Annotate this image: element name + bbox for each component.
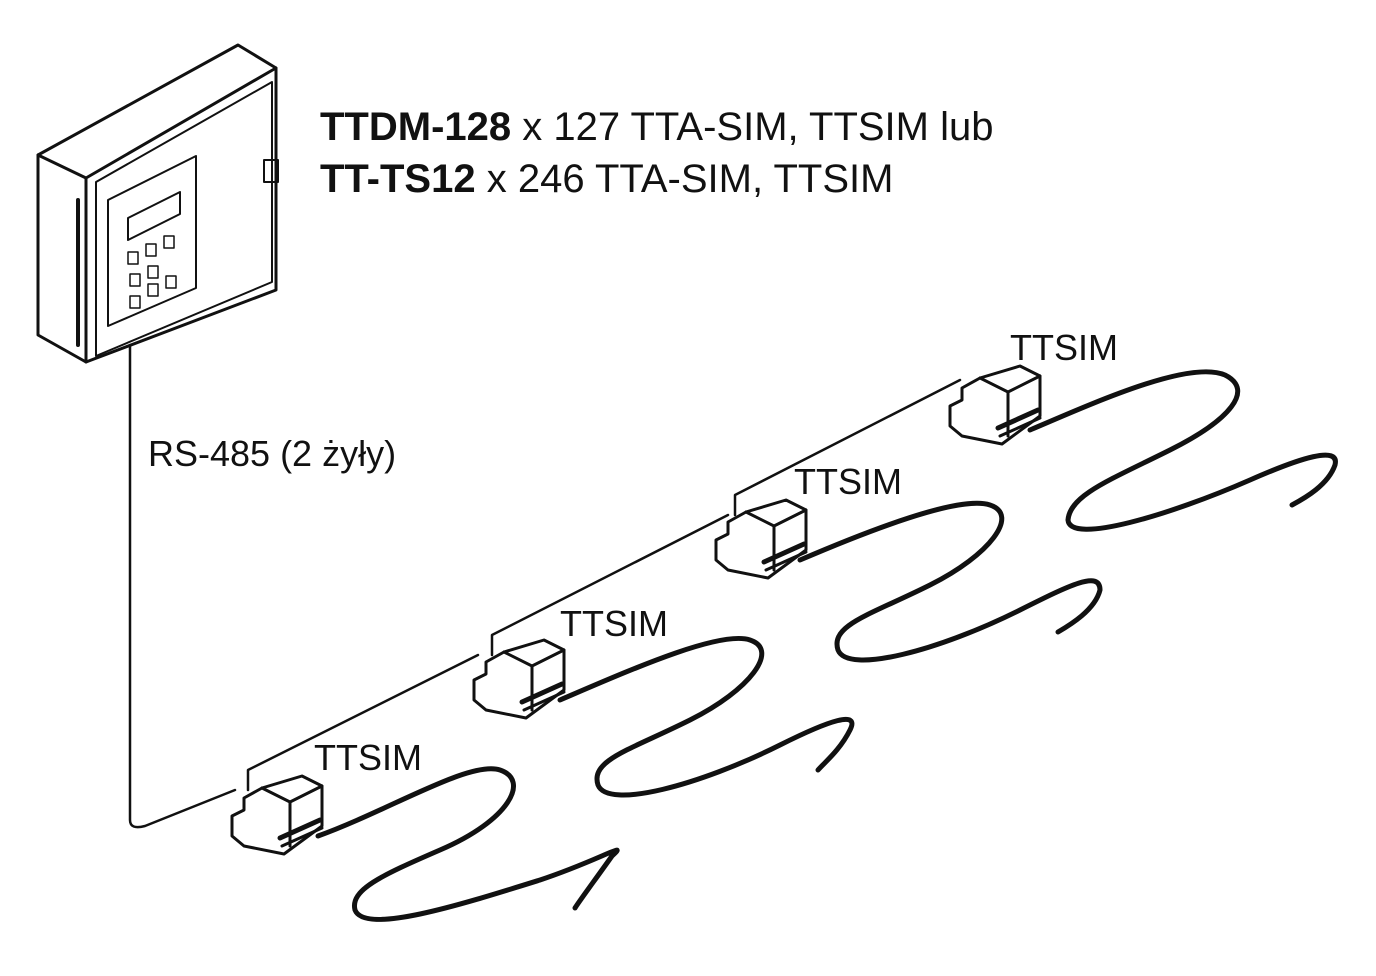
- cabinet-top-edge: [36, 66, 278, 180]
- module-terminals: [522, 690, 566, 712]
- header-line-1-model: TTDM-128: [320, 105, 511, 149]
- header-line-2-model: TT-TS12: [320, 157, 476, 201]
- module-terminals: [761, 541, 807, 565]
- heating-cable-loop: [797, 500, 1103, 663]
- module-body: [948, 364, 1042, 446]
- module-label: TTSIM: [560, 603, 668, 644]
- module-top: [744, 508, 808, 528]
- module-body: [714, 498, 808, 580]
- module-top: [260, 784, 324, 804]
- header-line-1: TTDM-128 x 127 TTA-SIM, TTSIM lub: [320, 105, 993, 149]
- rs485-bus-cable: [128, 343, 237, 829]
- module-body: [472, 638, 566, 720]
- heating-cable-loop: [557, 636, 855, 798]
- header-line-1-rest: x 127 TTA-SIM, TTSIM lub: [511, 105, 993, 149]
- panel-button: [147, 283, 159, 297]
- ttsim-module: [230, 774, 324, 856]
- ttsim-module: [948, 364, 1042, 446]
- module-label: TTSIM: [314, 737, 422, 778]
- panel-button: [165, 275, 177, 289]
- heating-cable-loop: [1027, 369, 1338, 532]
- module-terminals: [277, 817, 323, 841]
- panel-button: [147, 265, 159, 279]
- bus-segment: [733, 378, 962, 517]
- ttsim-module: [472, 638, 566, 720]
- panel-display: [127, 191, 181, 241]
- bus-segment: [246, 653, 480, 792]
- bus-label: RS-485 (2 żyły): [148, 433, 396, 474]
- ttsim-module: [714, 498, 808, 580]
- module-terminals: [764, 550, 808, 572]
- panel-button: [129, 273, 141, 287]
- heating-cable-loop: [315, 766, 620, 922]
- cabinet-door: [95, 81, 273, 357]
- module-top: [978, 374, 1042, 394]
- module-label: TTSIM: [794, 461, 902, 502]
- module-terminals: [998, 416, 1042, 438]
- controller-cabinet: [36, 43, 279, 364]
- cabinet-outline: [36, 43, 278, 364]
- module-body: [230, 774, 324, 856]
- panel-button: [145, 243, 157, 257]
- module-label: TTSIM: [1010, 327, 1118, 368]
- cabinet-lock: [263, 159, 279, 183]
- module-terminals: [519, 681, 565, 705]
- panel-button: [129, 295, 141, 309]
- module-top: [502, 648, 566, 668]
- panel-button: [127, 251, 139, 265]
- module-terminals: [995, 407, 1041, 431]
- module-terminals: [280, 826, 324, 848]
- bus-segment: [490, 513, 730, 657]
- header-line-2: TT-TS12 x 246 TTA-SIM, TTSIM: [320, 157, 893, 201]
- header-line-2-rest: x 246 TTA-SIM, TTSIM: [476, 157, 894, 201]
- panel-button: [163, 235, 175, 249]
- panel-buttons: [127, 235, 177, 309]
- control-panel: [107, 155, 197, 327]
